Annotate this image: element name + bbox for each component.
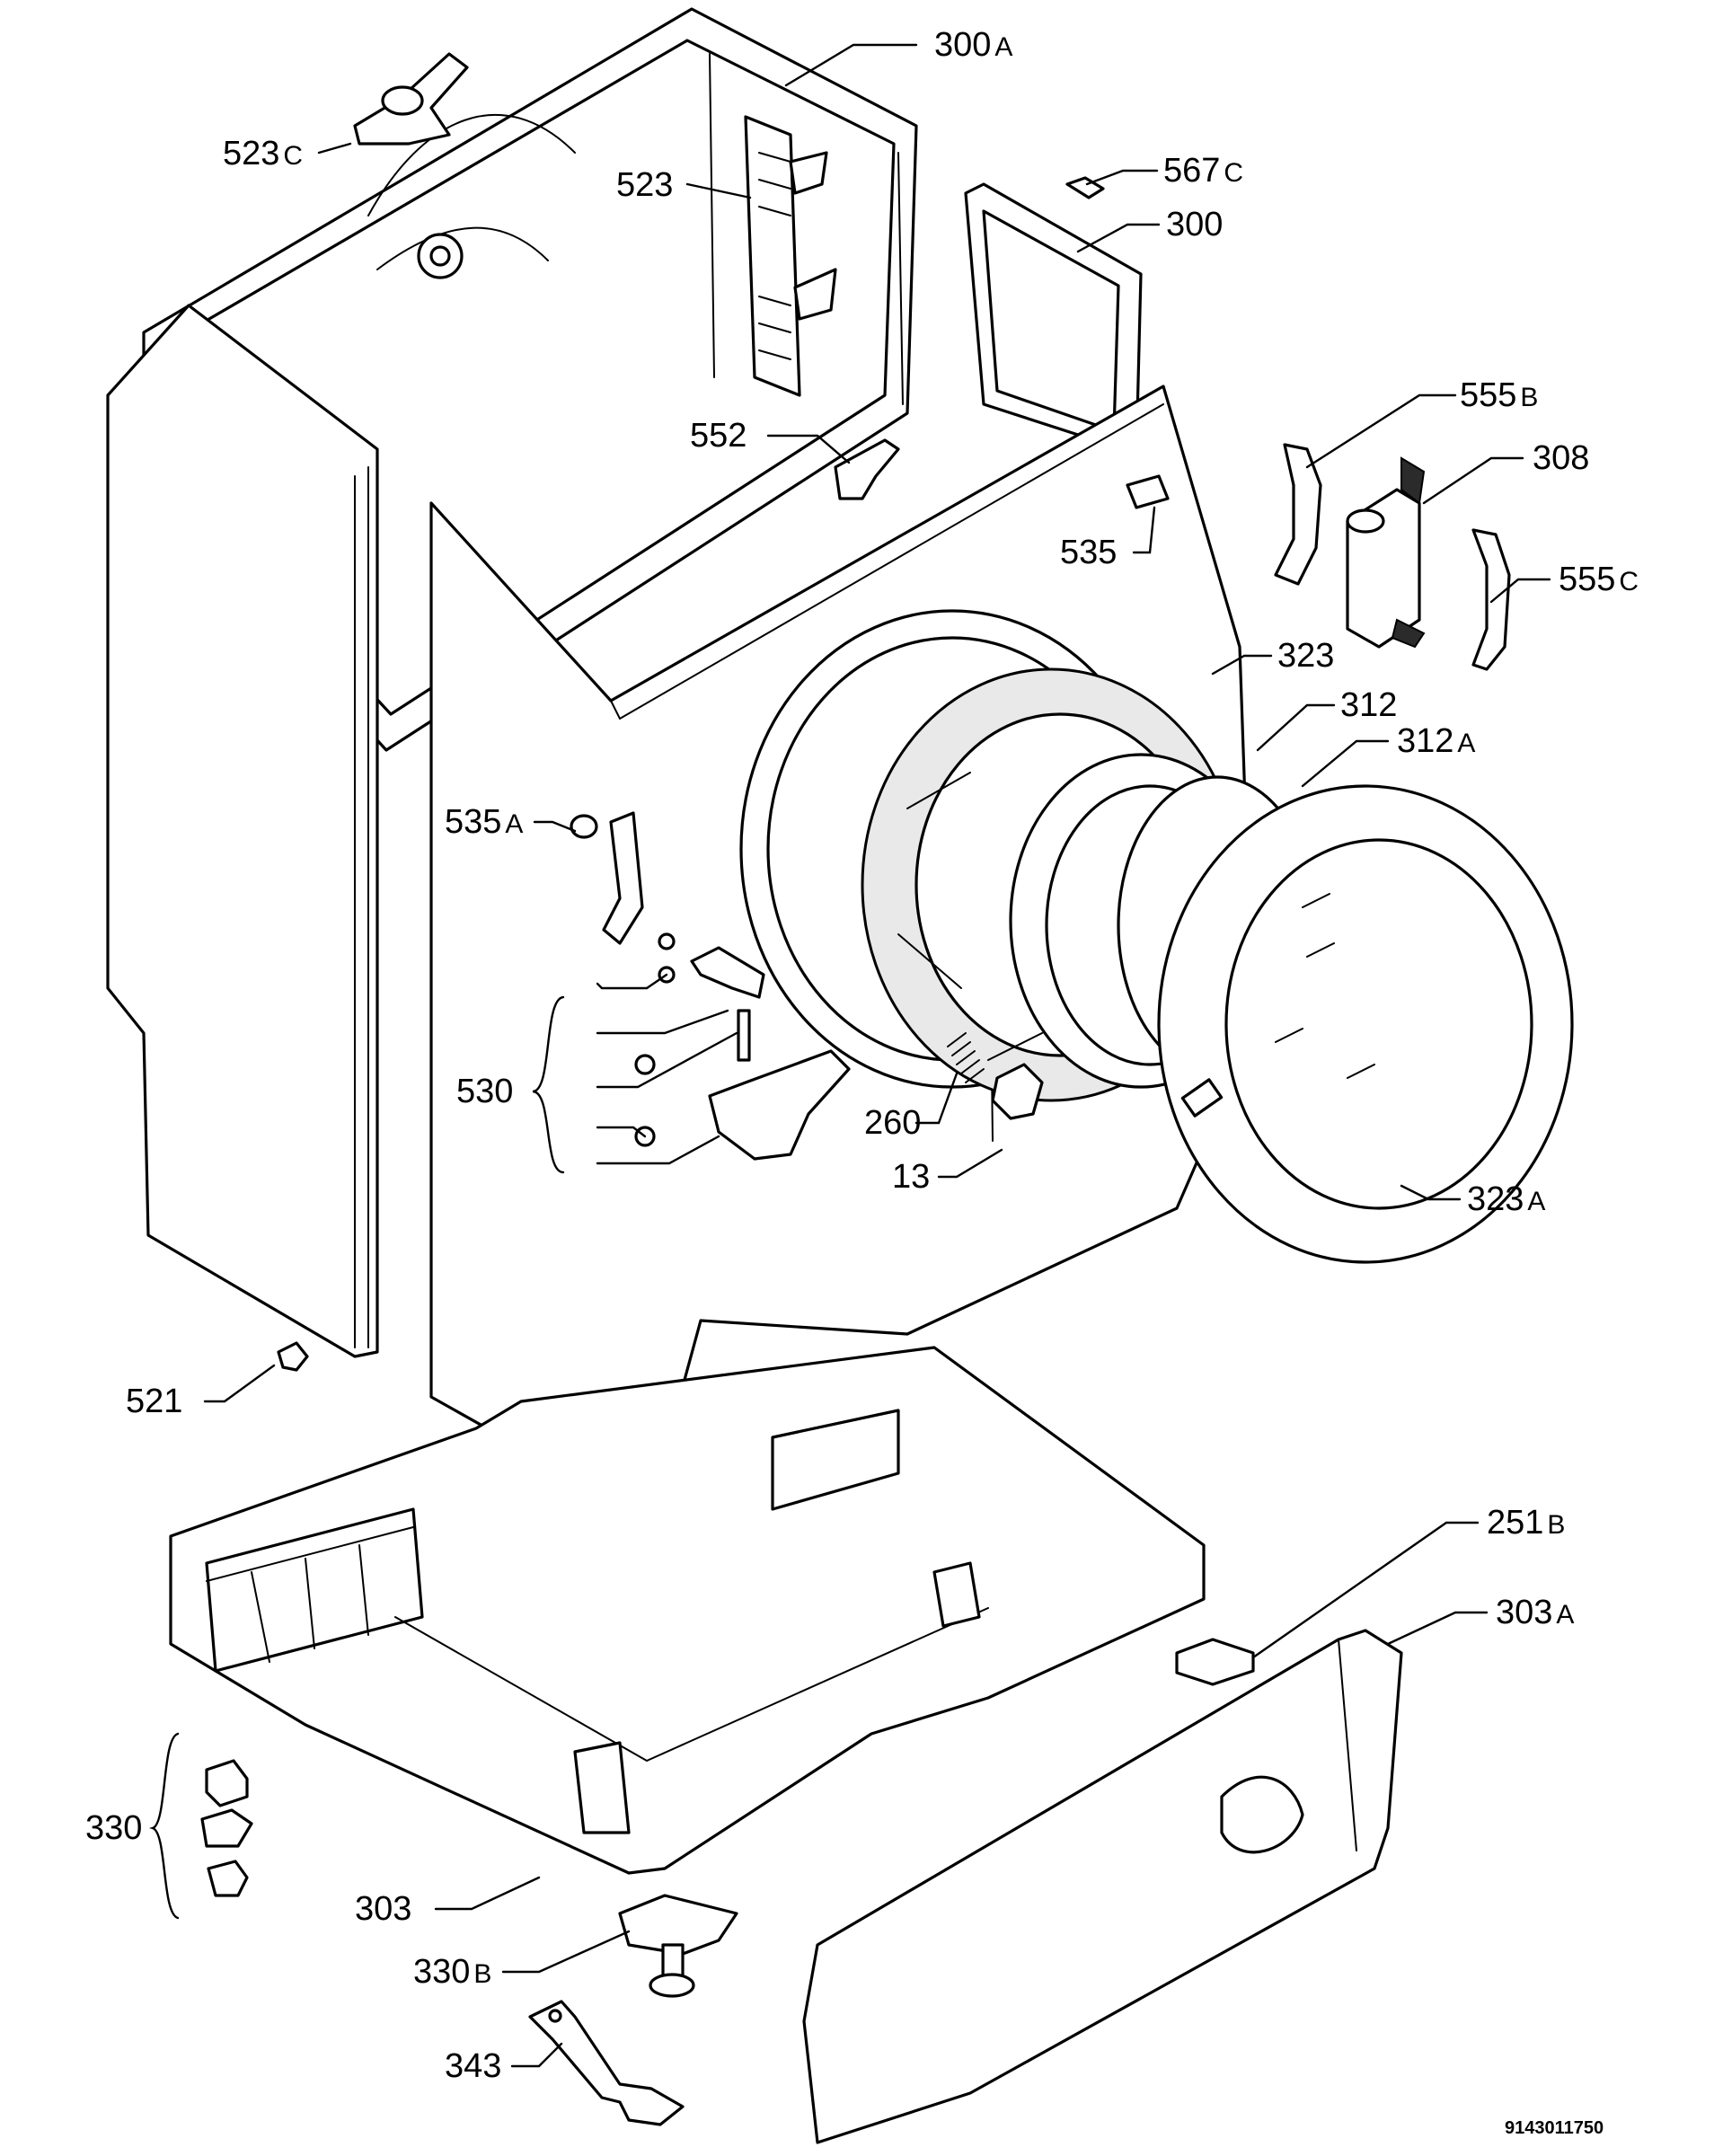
callout-323: 323 bbox=[1277, 637, 1334, 675]
callout-552: 552 bbox=[690, 417, 747, 455]
part-521-screw bbox=[277, 1341, 309, 1372]
part-523c-clip bbox=[353, 52, 469, 146]
part-330-fastener-set bbox=[200, 1759, 253, 1897]
part-555b-hinge-cover bbox=[1274, 443, 1322, 586]
part-323a-outer-ring bbox=[1157, 784, 1574, 1264]
part-308-hinge bbox=[1346, 456, 1426, 649]
part-300-side-frame bbox=[964, 182, 1143, 455]
callout-535: 535 bbox=[1060, 534, 1117, 571]
callout-303: 303 bbox=[355, 1890, 411, 1928]
callout-343: 343 bbox=[445, 2047, 501, 2085]
callout-523: 523 bbox=[616, 166, 673, 204]
part-303-base-frame bbox=[169, 1346, 1206, 1875]
part-523-vent-grille bbox=[744, 115, 837, 397]
part-left-side-panel bbox=[106, 304, 379, 1358]
part-13-knob bbox=[991, 1063, 1044, 1120]
part-535-pin bbox=[1126, 474, 1170, 509]
callout-312: 312 bbox=[1340, 686, 1397, 724]
callout-521: 521 bbox=[126, 1383, 182, 1420]
part-343-wrench bbox=[528, 2000, 685, 2126]
part-260-spring bbox=[947, 1032, 985, 1083]
leader-lines bbox=[149, 43, 1551, 2068]
part-552-cable-clip bbox=[834, 438, 900, 500]
part-303a-plinth bbox=[802, 1629, 1403, 2144]
parts-artwork bbox=[106, 7, 1574, 2144]
callout-260: 260 bbox=[864, 1104, 921, 1142]
callout-300: 300 bbox=[1166, 206, 1223, 243]
part-567c-clip bbox=[1065, 176, 1105, 199]
callout-330: 330 bbox=[85, 1809, 142, 1847]
callout-530: 530 bbox=[456, 1073, 513, 1110]
part-330b-foot bbox=[618, 1894, 738, 1998]
callout-308: 308 bbox=[1533, 439, 1589, 477]
part-535a-cap bbox=[570, 814, 598, 839]
callout-13: 13 bbox=[892, 1158, 930, 1196]
part-530-door-lock bbox=[602, 811, 851, 1161]
drawing-number: 9143011750 bbox=[1505, 2118, 1604, 2138]
part-555c-hinge-cover bbox=[1471, 528, 1511, 671]
part-251b-bracket bbox=[1175, 1638, 1255, 1686]
